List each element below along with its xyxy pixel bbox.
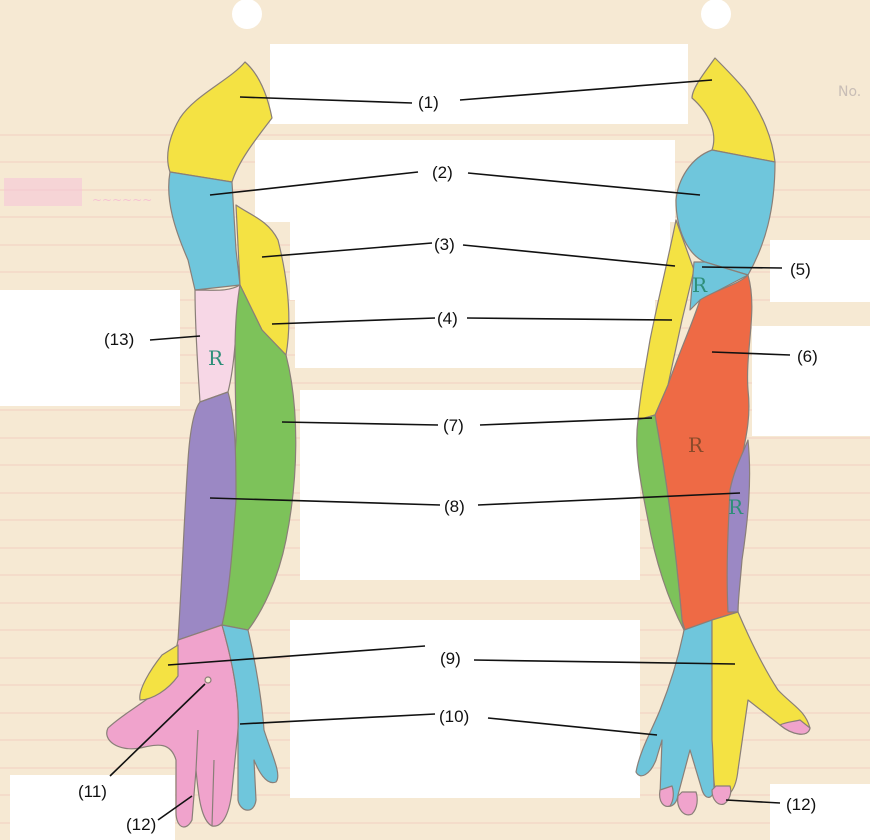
leader-8-left xyxy=(209,497,441,506)
leader-1-left xyxy=(239,96,413,104)
leader-9-left xyxy=(167,645,426,666)
labels: (1) (2) (3) (4) (5) (6) (7) (8) (9) (10)… xyxy=(78,93,818,834)
leader-4-left xyxy=(271,317,436,325)
label-9: (9) xyxy=(440,649,461,668)
label-8: (8) xyxy=(444,497,465,516)
faint-pink-smudge xyxy=(4,178,82,206)
region-upper-arm-yellow-strip-left xyxy=(235,204,290,356)
label-10: (10) xyxy=(439,707,469,726)
leader-3-left xyxy=(261,242,433,258)
leader-7-left xyxy=(281,421,439,426)
region-shoulder-yellow-right xyxy=(691,57,776,163)
label-6: (6) xyxy=(797,347,818,366)
region-mark-r-back-large: R xyxy=(688,433,704,457)
leader-11 xyxy=(109,683,206,777)
region-dorsal-hand-yellow-right xyxy=(711,611,811,798)
label-7: (7) xyxy=(443,416,464,435)
region-upper-arm-blue-right xyxy=(675,149,776,276)
arm-anterior: R xyxy=(106,61,297,828)
region-mark-r-front: R xyxy=(208,346,224,370)
leader-5 xyxy=(701,266,783,269)
leader-2-right xyxy=(467,172,701,196)
leader-13 xyxy=(149,335,201,341)
leader-1-right xyxy=(459,79,713,101)
region-mark-r-back-tiny: R xyxy=(728,495,744,519)
fingertip-pink-1-right xyxy=(711,785,732,805)
leader-3-right xyxy=(462,244,676,267)
region-medial-upper-arm-pink-left xyxy=(194,284,241,403)
leader-2-left xyxy=(209,171,419,196)
leader-12-right xyxy=(725,799,781,804)
label-5: (5) xyxy=(790,260,811,279)
label-4: (4) xyxy=(437,309,458,328)
leader-8-right xyxy=(477,492,741,506)
label-13: (13) xyxy=(104,330,134,349)
region-thumb-yellow-left xyxy=(139,644,179,701)
punch-hole-left xyxy=(232,0,262,29)
leader-lines xyxy=(109,79,791,821)
leader-9-right xyxy=(473,659,736,665)
leader-4-right xyxy=(466,317,673,321)
leader-12-left xyxy=(157,795,193,821)
faint-pink-handwriting: ~~~~~~ xyxy=(92,193,152,207)
region-posterior-upper-arm-blue-strip-right xyxy=(689,261,749,311)
sheet-number-label: No. xyxy=(838,84,861,100)
leader-10-left xyxy=(239,713,436,725)
fingertip-pink-3-right xyxy=(659,785,674,807)
region-posterior-forearm-purple-right xyxy=(726,439,751,613)
region-hand-blue-left xyxy=(221,624,279,811)
fingertip-pink-thumb-right xyxy=(779,719,811,735)
label-1: (1) xyxy=(418,93,439,112)
label-3: (3) xyxy=(434,235,455,254)
region-posterior-forearm-green-right xyxy=(636,414,685,631)
label-12-right: (12) xyxy=(786,795,816,814)
label-patches xyxy=(0,44,870,840)
leader-6 xyxy=(711,351,791,356)
label-12-left: (12) xyxy=(126,815,156,834)
region-mark-r-back-small: R xyxy=(692,273,708,297)
region-dorsal-hand-blue-right xyxy=(635,619,715,807)
punch-hole-right xyxy=(701,0,731,29)
leader-10-right xyxy=(487,717,658,736)
label-11: (11) xyxy=(78,782,107,801)
label-2: (2) xyxy=(432,163,453,182)
fingertip-pink-2-right xyxy=(677,791,698,816)
leader-7-right xyxy=(479,417,653,426)
